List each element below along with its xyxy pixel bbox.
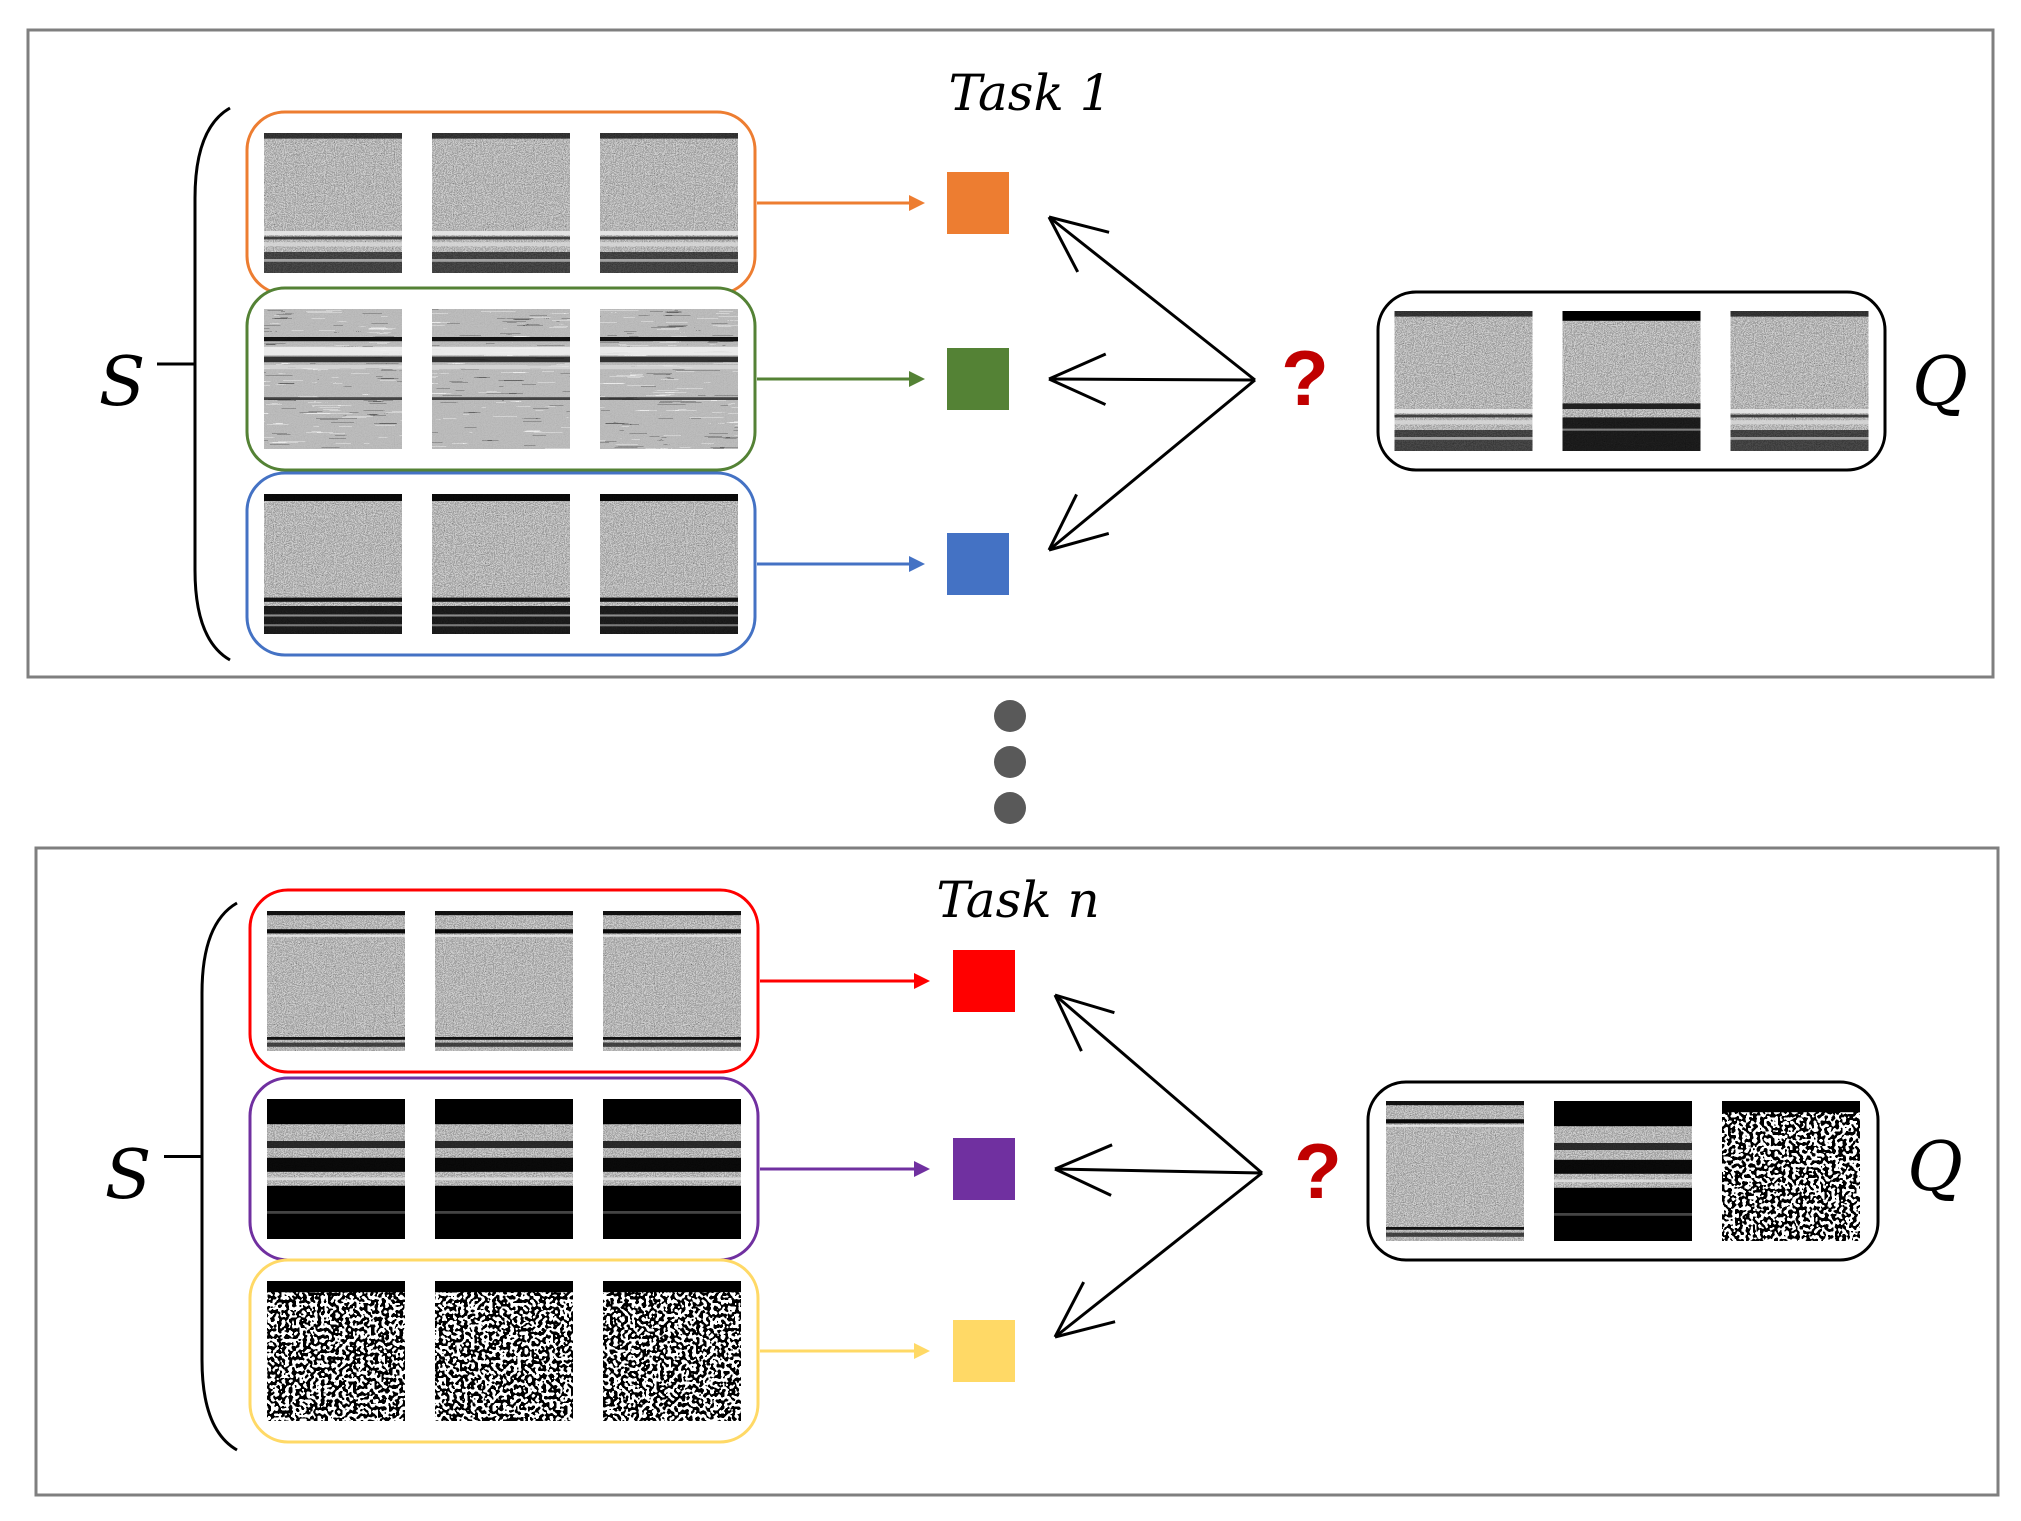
class-arrow <box>757 371 925 387</box>
class-arrow <box>760 973 930 989</box>
class-prototype-square <box>947 172 1009 234</box>
class-prototype-square <box>953 950 1015 1012</box>
vertical-ellipsis-icon <box>994 700 1026 824</box>
class-prototype-square <box>953 1138 1015 1200</box>
similarity-arrow <box>1054 1143 1263 1197</box>
spectrogram-thumbnail <box>267 911 405 1051</box>
spectrogram-thumbnail <box>1386 1101 1524 1241</box>
task-frame <box>34 846 2000 1497</box>
class-prototype-square <box>947 348 1009 410</box>
spectrogram-thumbnail <box>264 309 402 449</box>
question-mark-icon: ? <box>1281 334 1329 422</box>
spectrogram-thumbnail <box>1722 1101 1860 1241</box>
class-prototype-square <box>953 1320 1015 1382</box>
class-arrow <box>757 556 925 572</box>
task-title: Task n <box>936 871 1099 929</box>
support-class-group <box>248 1076 760 1262</box>
spectrogram-thumbnail <box>267 1099 405 1239</box>
similarity-arrow <box>1048 352 1256 406</box>
spectrogram-thumbnail <box>600 309 738 449</box>
left-brace-icon <box>200 901 238 1452</box>
spectrogram-thumbnail <box>435 1099 573 1239</box>
support-class-group <box>248 888 760 1074</box>
spectrogram-thumbnail <box>264 494 402 634</box>
spectrogram-thumbnail <box>603 1099 741 1239</box>
spectrogram-thumbnail <box>603 1281 741 1421</box>
support-set-label: S <box>105 1136 152 1215</box>
spectrogram-thumbnail <box>432 133 570 273</box>
query-set-group <box>1376 290 1887 472</box>
support-set-label: S <box>99 343 146 422</box>
similarity-arrow <box>1053 993 1263 1175</box>
spectrogram-thumbnail <box>1394 311 1533 451</box>
query-set-label: Q <box>1907 1128 1963 1207</box>
support-class-group <box>245 471 757 657</box>
class-arrow <box>760 1161 930 1177</box>
task-panel <box>26 28 1995 679</box>
spectrogram-thumbnail <box>600 133 738 273</box>
spectrogram-thumbnail <box>1554 1101 1692 1241</box>
question-mark-icon: ? <box>1294 1127 1342 1215</box>
spectrogram-thumbnail <box>267 1281 405 1421</box>
similarity-arrow <box>1053 1171 1263 1339</box>
query-set-label: Q <box>1912 343 1968 422</box>
class-prototype-square <box>947 533 1009 595</box>
task-frame <box>26 28 1995 679</box>
task-panel <box>34 846 2000 1497</box>
spectrogram-thumbnail <box>435 911 573 1051</box>
spectrogram-thumbnail <box>600 494 738 634</box>
spectrogram-thumbnail <box>1730 311 1869 451</box>
similarity-arrow <box>1047 378 1256 552</box>
task-title: Task 1 <box>949 64 1112 122</box>
similarity-arrow <box>1047 215 1256 382</box>
query-set-group <box>1366 1080 1880 1262</box>
support-class-group <box>248 1258 760 1444</box>
left-brace-icon <box>193 106 231 662</box>
support-class-group <box>245 286 757 472</box>
spectrogram-thumbnail <box>603 911 741 1051</box>
spectrogram-thumbnail <box>432 494 570 634</box>
class-arrow <box>757 195 925 211</box>
class-arrow <box>760 1343 930 1359</box>
spectrogram-thumbnail <box>435 1281 573 1421</box>
spectrogram-thumbnail <box>264 133 402 273</box>
support-class-group <box>245 110 757 296</box>
spectrogram-thumbnail <box>432 309 570 449</box>
spectrogram-thumbnail <box>1562 311 1701 451</box>
